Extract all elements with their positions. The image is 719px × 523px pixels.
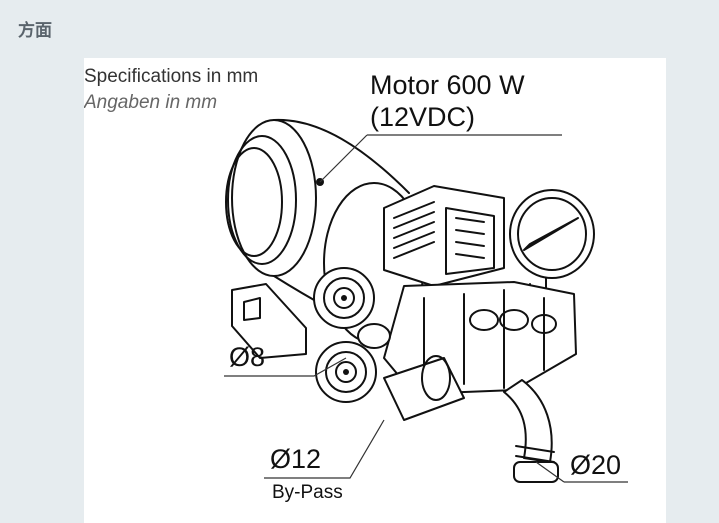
bypass-label: By-Pass (272, 482, 343, 503)
spec-title-en: Specifications in mm (84, 66, 259, 87)
motor-label: Motor 600 W (370, 70, 525, 100)
dimension-12-label: Ø12 (270, 444, 322, 474)
spec-title-de: Angaben in mm (84, 92, 218, 113)
dimension-20-label: Ø20 (570, 450, 622, 480)
pump-spec-figure: Specifications in mm Angaben in mm Motor… (84, 58, 666, 523)
section-label: 方面 (18, 21, 52, 41)
pump-drawing (224, 118, 628, 483)
motor-voltage-label: (12VDC) (370, 102, 476, 132)
dimension-8-label: Ø8 (229, 342, 266, 372)
